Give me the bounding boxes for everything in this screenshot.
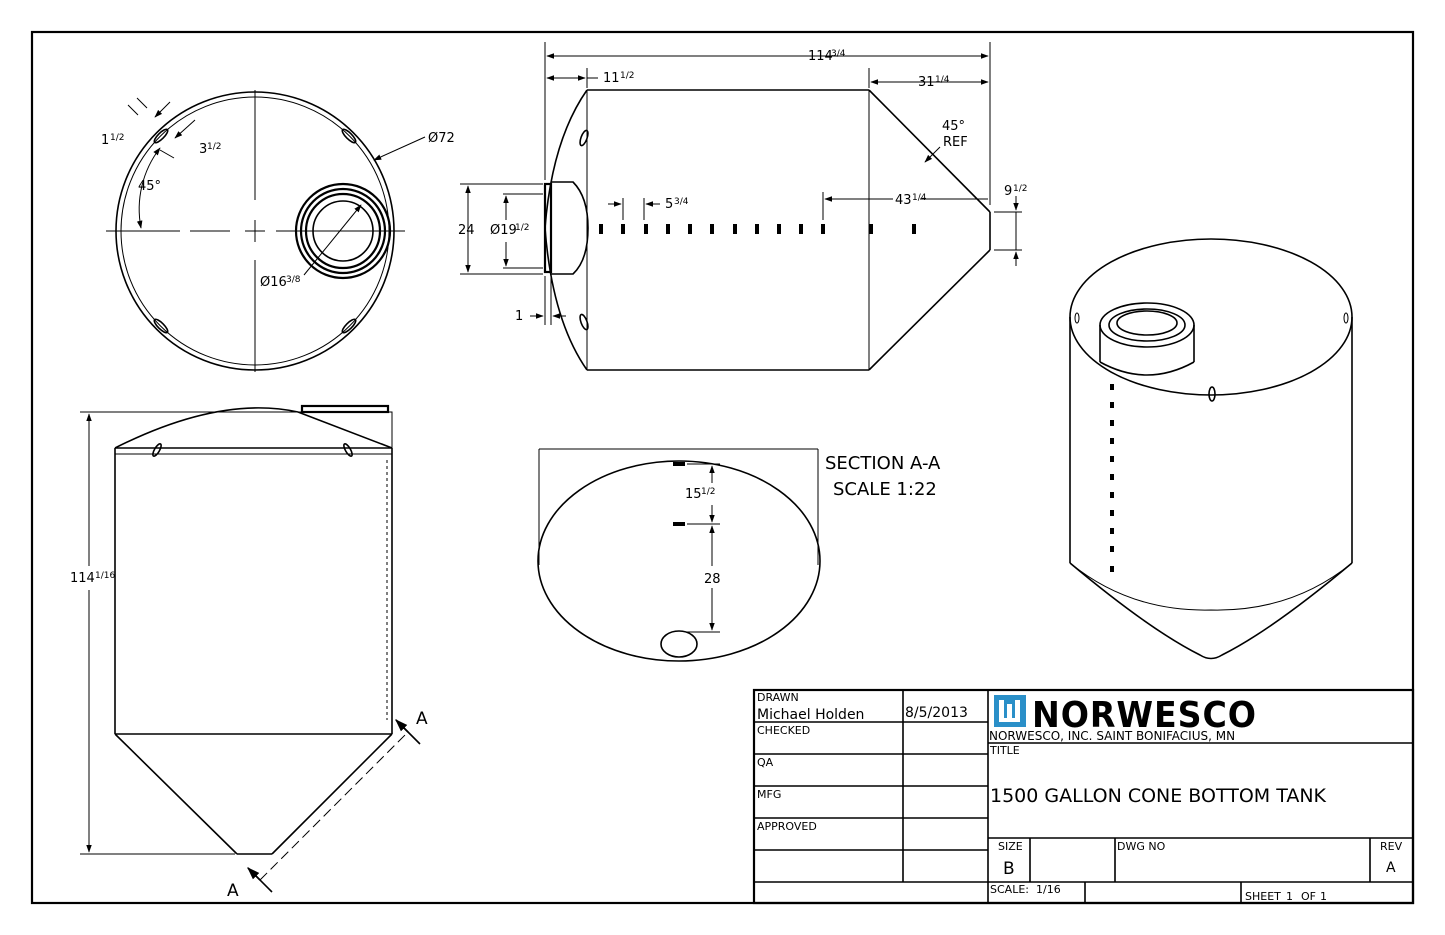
title-block: DRAWN Michael Holden 8/5/2013 CHECKED QA… <box>752 688 1415 905</box>
front-dim-outlet: 9 <box>1004 184 1012 199</box>
front-dim-dome: 11 <box>603 71 620 86</box>
sheet-border <box>30 30 1415 905</box>
size-label: SIZE <box>998 840 1023 853</box>
front-dim-overall-frac: 3/4 <box>831 49 846 59</box>
top-dim-opening-frac: 3/8 <box>286 275 301 285</box>
drawn-by: Michael Holden <box>757 707 864 723</box>
sheets-value: 1 <box>1320 890 1327 903</box>
side-dim-height: 114 <box>70 571 95 586</box>
front-dim-height: 24 <box>458 223 475 238</box>
isometric-view <box>1069 238 1353 660</box>
front-dim-spacing-frac: 3/4 <box>674 197 689 207</box>
top-dim-slot-len-frac: 1/2 <box>110 133 124 143</box>
section-dim-top: 15 <box>685 487 702 502</box>
section-dim-top-frac: 1/2 <box>701 487 715 497</box>
front-dim-gauge: 43 <box>895 193 912 208</box>
section-mark-bottom: A <box>227 881 239 901</box>
front-dim-cone-ref: REF <box>943 135 968 150</box>
checked-label: CHECKED <box>757 724 810 737</box>
top-dim-slot-len: 1 <box>101 133 109 148</box>
dwg-no-label: DWG NO <box>1117 840 1166 853</box>
section-mark-top: A <box>416 709 428 729</box>
approved-label: APPROVED <box>757 820 817 833</box>
front-dim-cone-angle: 45° <box>942 119 965 134</box>
front-dim-lip: 1 <box>515 309 523 324</box>
front-dim-manway: Ø19 <box>490 223 517 238</box>
section-title: SECTION A-A <box>825 453 941 474</box>
scale-label: SCALE: <box>990 883 1029 896</box>
top-view: Ø72 1 1/2 3 1/2 45° Ø16 3/8 <box>101 90 455 372</box>
company-line: NORWESCO, INC. SAINT BONIFACIUS, MN <box>989 729 1235 743</box>
front-dim-gauge-frac: 1/4 <box>912 193 927 203</box>
mfg-label: MFG <box>757 788 781 801</box>
front-dim-cone-frac: 1/4 <box>935 75 950 85</box>
top-dim-slot-w-frac: 1/2 <box>207 142 221 152</box>
norwesco-logo <box>994 695 1026 727</box>
drawing-title: 1500 GALLON CONE BOTTOM TANK <box>990 785 1327 807</box>
rev-label: REV <box>1380 840 1403 853</box>
brand-name: NORWESCO <box>1032 695 1257 736</box>
section-scale: SCALE 1:22 <box>833 479 937 500</box>
section-dim-bottom: 28 <box>704 572 721 587</box>
front-dim-spacing: 5 <box>665 197 673 212</box>
front-dim-overall: 114 <box>808 49 833 64</box>
side-dim-height-frac: 1/16 <box>95 571 115 581</box>
front-dim-outlet-frac: 1/2 <box>1013 184 1027 194</box>
sheet-label: SHEET <box>1245 890 1281 903</box>
title-label: TITLE <box>989 744 1020 757</box>
front-dim-dome-frac: 1/2 <box>620 71 634 81</box>
front-dim-cone: 31 <box>918 75 935 90</box>
qa-label: QA <box>757 756 774 769</box>
drawn-label: DRAWN <box>757 691 799 704</box>
sheet-value: 1 <box>1286 890 1293 903</box>
top-dim-diameter: Ø72 <box>428 131 455 146</box>
scale-value: 1/16 <box>1036 883 1061 896</box>
front-dim-manway-frac: 1/2 <box>515 223 529 233</box>
gauge-marks <box>599 224 916 234</box>
side-view: 114 1/16 A A <box>70 404 428 901</box>
top-dim-opening: Ø16 <box>260 275 287 290</box>
rev-value: A <box>1386 860 1396 876</box>
top-dim-slot-w: 3 <box>199 142 207 157</box>
size-value: B <box>1003 859 1015 879</box>
drawn-date: 8/5/2013 <box>905 705 968 721</box>
of-label: OF <box>1301 890 1316 903</box>
iso-gauge-marks <box>1110 384 1114 572</box>
front-view: 114 3/4 11 1/2 31 1/4 45° REF 9 1/2 24 Ø… <box>458 42 1027 371</box>
top-dim-angle: 45° <box>138 179 161 194</box>
section-view: 15 1/2 28 SECTION A-A SCALE 1:22 <box>537 448 941 662</box>
